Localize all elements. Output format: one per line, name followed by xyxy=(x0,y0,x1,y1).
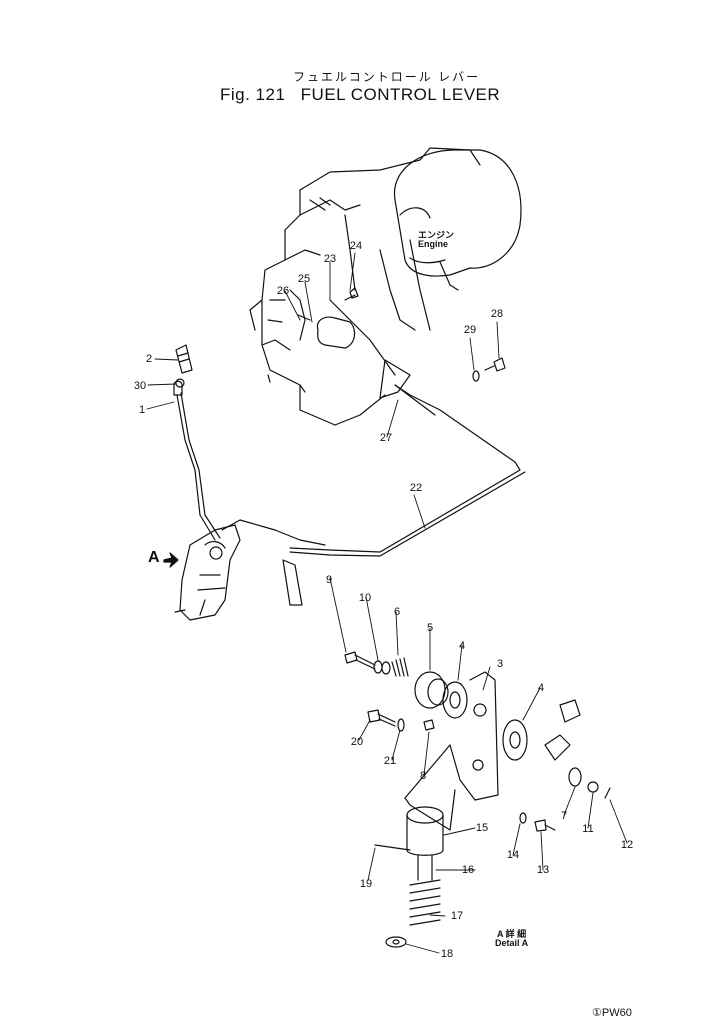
washer-4a xyxy=(442,681,468,719)
lever-1 xyxy=(173,380,221,541)
footer-code: ①PW60 xyxy=(592,1006,632,1019)
callout-23: 23 xyxy=(323,253,337,265)
callout-27: 27 xyxy=(379,432,393,444)
spring-6 xyxy=(391,657,409,677)
callout-4b: 4 xyxy=(537,682,545,694)
callout-7: 7 xyxy=(560,810,568,822)
engine-block xyxy=(249,147,481,426)
cable-27 xyxy=(329,299,436,416)
rod-16 xyxy=(417,854,433,881)
bolt-24 xyxy=(344,287,359,301)
title-japanese: フュエルコントロール レバー xyxy=(293,70,481,84)
callout-19: 19 xyxy=(359,878,373,890)
knob-2 xyxy=(175,344,193,374)
callout-4a: 4 xyxy=(458,640,466,652)
washer-10 xyxy=(373,660,391,675)
link-cable xyxy=(221,519,326,546)
bolt-13 xyxy=(534,819,556,832)
detail-note-japanese: A 詳 細 xyxy=(497,929,527,939)
footer-model: PW60 xyxy=(601,1007,632,1019)
view-marker-a: A xyxy=(148,549,160,566)
callout-18: 18 xyxy=(440,948,454,960)
leader-lines xyxy=(146,252,628,954)
callout-10: 10 xyxy=(358,592,372,604)
nut-11 xyxy=(587,781,599,793)
view-arrow xyxy=(163,552,179,568)
callout-1: 1 xyxy=(138,404,146,416)
callout-25: 25 xyxy=(297,273,311,285)
page-title: Fig. 121 FUEL CONTROL LEVER xyxy=(220,85,510,105)
nut-30 xyxy=(175,378,185,388)
bolt-28 xyxy=(484,357,506,372)
air-cleaner xyxy=(393,149,522,291)
callout-24: 24 xyxy=(349,240,363,252)
cable-bracket xyxy=(282,559,303,606)
pin-19 xyxy=(374,844,411,851)
detail-note-english: Detail A xyxy=(495,938,529,948)
callout-16: 16 xyxy=(461,864,475,876)
callout-17: 17 xyxy=(450,910,464,922)
lever-7 xyxy=(544,699,582,787)
washer-14 xyxy=(519,812,527,824)
bolt-9 xyxy=(344,651,376,670)
washer-4b xyxy=(502,719,528,761)
fig-name: FUEL CONTROL LEVER xyxy=(300,85,501,104)
callout-9: 9 xyxy=(325,574,333,586)
spring-17 xyxy=(409,879,441,926)
engine-label-japanese: エンジン xyxy=(418,230,455,240)
bolt-20 xyxy=(367,709,396,727)
starter-part xyxy=(297,314,356,349)
callout-5: 5 xyxy=(426,622,434,634)
pin-8 xyxy=(423,719,435,731)
engine-label-english: Engine xyxy=(418,239,449,249)
washer-18 xyxy=(385,936,407,948)
callout-8: 8 xyxy=(419,770,427,782)
callout-26: 26 xyxy=(276,285,290,297)
pin-12 xyxy=(604,787,611,799)
callout-3: 3 xyxy=(496,658,504,670)
callout-29: 29 xyxy=(463,324,477,336)
callout-2: 2 xyxy=(145,353,153,365)
callout-22: 22 xyxy=(409,482,423,494)
callout-14: 14 xyxy=(506,849,520,861)
footer-mark: ① xyxy=(592,1007,602,1019)
washer-21 xyxy=(397,718,405,732)
rod-22 xyxy=(289,384,526,557)
callout-15: 15 xyxy=(475,822,489,834)
callout-6: 6 xyxy=(393,606,401,618)
plate-3 xyxy=(404,671,499,831)
callout-28: 28 xyxy=(490,308,504,320)
washer-29 xyxy=(472,370,480,382)
callout-20: 20 xyxy=(350,736,364,748)
callout-11: 11 xyxy=(582,823,594,835)
fig-number: Fig. 121 xyxy=(220,85,286,104)
callout-13: 13 xyxy=(536,864,550,876)
callout-12: 12 xyxy=(620,839,634,851)
lever-housing xyxy=(174,524,241,621)
callout-30: 30 xyxy=(133,380,147,392)
callout-21: 21 xyxy=(383,755,397,767)
